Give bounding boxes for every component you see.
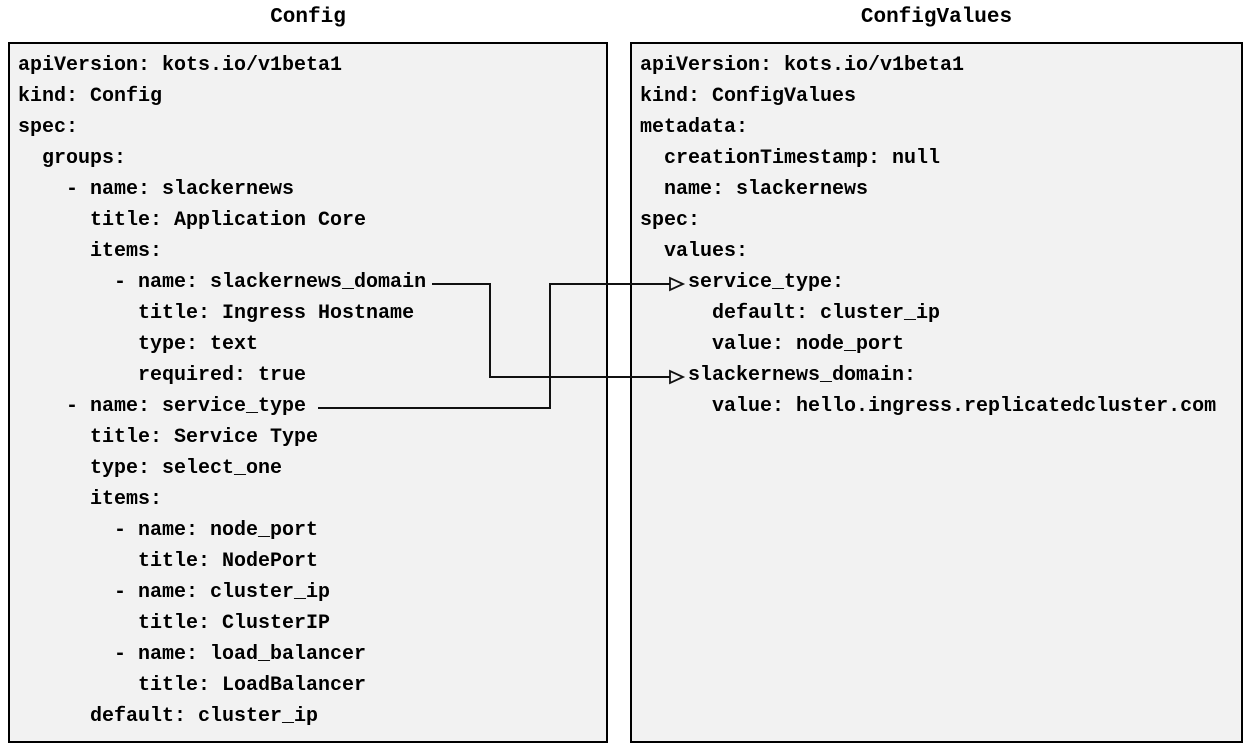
configvalues-panel-title: ConfigValues [860, 6, 1013, 29]
configvalues-yaml-code: apiVersion: kots.io/v1beta1 kind: Config… [640, 54, 1217, 418]
configvalues-code-box: apiVersion: kots.io/v1beta1 kind: Config… [630, 42, 1243, 743]
config-code-box: apiVersion: kots.io/v1beta1 kind: Config… [8, 42, 608, 743]
config-panel-title: Config [270, 6, 346, 29]
config-yaml-code: apiVersion: kots.io/v1beta1 kind: Config… [18, 54, 427, 728]
